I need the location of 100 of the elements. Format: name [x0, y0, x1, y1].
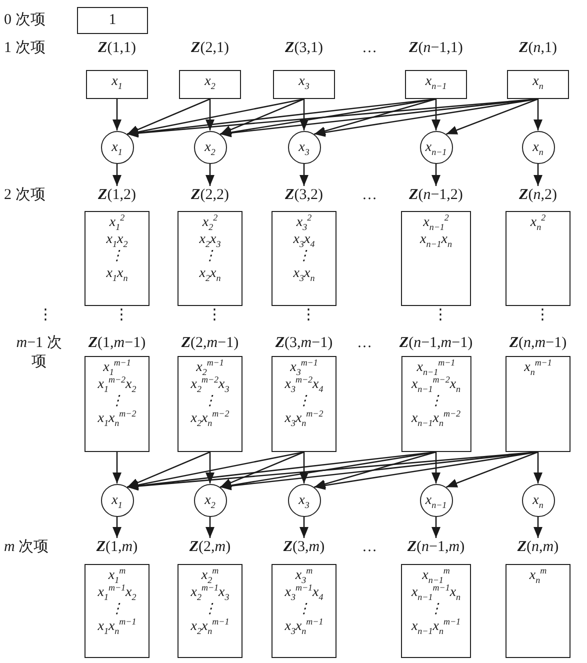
- row-label: 2 次项: [4, 186, 46, 204]
- variable-circle: x$_{n−1}$: [420, 130, 452, 164]
- arrow: [206, 99, 214, 130]
- term-label: Z(3,1): [285, 39, 323, 57]
- monomial: x$_{2}$x$_{n}$: [199, 265, 221, 282]
- row-label: …: [362, 39, 377, 57]
- row-label: 0 次项: [4, 11, 46, 29]
- row-label: ⋮: [38, 306, 53, 324]
- monomial: ⋮: [203, 601, 217, 618]
- variable-circle: x$_{3}$: [288, 130, 320, 164]
- arrow: [112, 99, 122, 130]
- term-label: Z(3,m): [283, 538, 325, 556]
- arrow: [300, 99, 308, 130]
- term-label: Z(3,m−1): [275, 334, 333, 352]
- monomial: ⋮: [429, 601, 443, 618]
- variable-circle: x$_{n−1}$: [420, 484, 452, 516]
- row-label: 1 次项: [4, 39, 46, 57]
- term-label: Z(n,2): [519, 186, 557, 204]
- variable-circle: x$_{2}$: [194, 130, 226, 164]
- monomial: x$_{n}$: [532, 73, 544, 90]
- arrow: [206, 452, 214, 484]
- arrow: [127, 98, 210, 135]
- term-label: Z(2,2): [191, 186, 229, 204]
- arrow: [112, 164, 122, 186]
- arrow: [127, 451, 210, 488]
- monomial: ⋮: [429, 393, 443, 410]
- monomial: x$_{n−1}$$^{m−1}$x$_{n}$: [411, 584, 461, 601]
- arrow: [534, 516, 542, 538]
- arrow: [432, 164, 440, 186]
- term-label: Z(1,m−1): [88, 334, 146, 352]
- arrow: [314, 451, 436, 488]
- term-label: Z(2,m−1): [181, 334, 239, 352]
- monomial: ⋮: [203, 248, 217, 265]
- monomial: x$_{n−1}$: [425, 73, 447, 90]
- monomial: ⋮: [297, 248, 311, 265]
- variable-circle: x$_{n}$: [522, 484, 554, 516]
- monomial: x$_{2}$x$_{3}$: [199, 231, 221, 248]
- monomial: x$_{3}$x$_{4}$: [293, 231, 315, 248]
- monomial: x$_{1}$x$_{n}$: [106, 265, 128, 282]
- arrow: [206, 164, 214, 186]
- term-label: Z(n,1): [519, 39, 557, 57]
- row-label: …: [362, 186, 377, 204]
- monomial: x$_{1}$x$_{2}$: [106, 231, 128, 248]
- monomial: x$_{3}$x$_{n}$: [293, 265, 315, 282]
- monomial: x$_{3}$$^{m−1}$x$_{4}$: [284, 584, 324, 601]
- row-label: m 次项: [4, 538, 49, 556]
- monomial: x$_{2}$$^{m−2}$x$_{3}$: [190, 376, 230, 393]
- row-label: ⋮: [301, 306, 316, 324]
- arrow: [446, 451, 538, 488]
- monomial: x$_{3}$: [298, 73, 310, 90]
- arrow: [220, 98, 304, 135]
- monomial: ⋮: [110, 601, 124, 618]
- term-label: Z(n−1,1): [409, 39, 463, 57]
- monomial: ⋮: [297, 393, 311, 410]
- term-box: 1: [77, 7, 148, 34]
- row-label: ⋮: [433, 306, 448, 324]
- arrow: [112, 516, 122, 538]
- arrow: [112, 452, 122, 484]
- monomial: x$_{2}$: [204, 73, 216, 90]
- arrow: [432, 99, 440, 130]
- term-label: Z(1,m): [96, 538, 138, 556]
- variable-circle: x$_{1}$: [100, 130, 134, 164]
- term-label: Z(n−1,m−1): [399, 334, 473, 352]
- arrow: [534, 452, 542, 484]
- arrow: [446, 98, 538, 135]
- term-label: Z(n−1,2): [409, 186, 463, 204]
- arrow: [314, 98, 436, 136]
- monomial: x$_{1}$$^{m−2}$x$_{2}$: [98, 376, 136, 393]
- term-label: Z(2,1): [191, 39, 229, 57]
- variable-circle: x$_{2}$: [194, 484, 226, 516]
- row-label: ⋮: [535, 306, 550, 324]
- arrow: [206, 516, 214, 538]
- row-label: …: [362, 538, 377, 556]
- monomial: ⋮: [110, 248, 124, 265]
- arrow: [300, 164, 308, 186]
- row-label: ⋮: [207, 306, 222, 324]
- variable-circle: x$_{3}$: [288, 484, 320, 516]
- term-label: Z(n,m−1): [509, 334, 567, 352]
- row-label: …: [357, 334, 372, 352]
- monomial: x$_{1}$: [112, 73, 122, 90]
- arrow: [300, 452, 308, 484]
- arrow: [534, 99, 542, 130]
- row-label: m−1 次项: [16, 334, 62, 372]
- monomial: ⋮: [297, 601, 311, 618]
- term-label: Z(3,2): [285, 186, 323, 204]
- monomial: ⋮: [110, 393, 124, 410]
- monomial: x$_{1}$$^{m−1}$x$_{2}$: [98, 584, 136, 601]
- monomial: ⋮: [203, 393, 217, 410]
- arrow: [534, 164, 542, 186]
- monomial: x$_{3}$$^{m−2}$x$_{4}$: [284, 376, 324, 393]
- term-label: Z(2,m): [189, 538, 231, 556]
- term-label: Z(n,m): [517, 538, 559, 556]
- term-label: Z(1,2): [98, 186, 136, 204]
- arrow: [220, 451, 304, 488]
- arrow: [300, 516, 308, 538]
- monomial: x$_{n−1}$$^{m−2}$x$_{n}$: [411, 376, 461, 393]
- variable-circle: x$_{1}$: [100, 484, 134, 516]
- arrow: [432, 452, 440, 484]
- monomial: x$_{n−1}$x$_{n}$: [420, 231, 452, 248]
- term-label: Z(n−1,m): [407, 538, 465, 556]
